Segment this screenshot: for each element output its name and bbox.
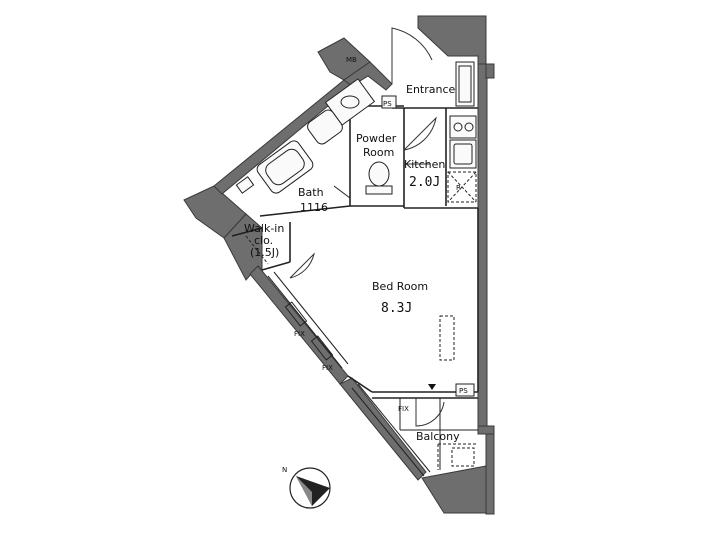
mb-label: MB	[346, 56, 357, 64]
fix-label-2: FIX	[322, 364, 333, 372]
powder-label-2: Room	[363, 146, 394, 159]
walkin-label-2: clo.	[254, 234, 273, 247]
compass: N	[282, 466, 331, 509]
wall-right-bottom	[485, 433, 495, 515]
bath-label: Bath	[298, 186, 324, 199]
wall-bottom-right	[421, 465, 487, 514]
wall-right-lower	[477, 425, 495, 435]
toilet-bowl	[368, 161, 390, 187]
bath-shelf	[235, 176, 255, 194]
entry-arrow-marker	[428, 384, 436, 390]
entrance-label: Entrance	[406, 83, 456, 96]
ps-bottom-label: PS	[459, 387, 468, 395]
kitchen-label: Kitchen	[404, 158, 445, 171]
kitchen-size: 2.0J	[409, 175, 440, 190]
wall-right	[477, 63, 488, 435]
fix-label-1: FIX	[294, 330, 305, 338]
laundry-pan	[307, 109, 343, 145]
bedroom-size: 8.3J	[381, 301, 412, 316]
walkin-label-1: Walk-in	[244, 222, 284, 235]
fridge-space	[447, 171, 477, 203]
balcony-label: Balcony	[416, 430, 460, 443]
pipe-space-bottom	[455, 383, 475, 397]
walkin-size: (1.5J)	[250, 246, 279, 259]
toilet-tank	[365, 185, 393, 195]
bedroom-label: Bed Room	[372, 280, 428, 293]
powder-label-1: Powder	[356, 132, 397, 145]
wall-top-right	[417, 15, 487, 65]
wall-diagonal-balcony	[339, 377, 427, 481]
bath-size: 1116	[300, 201, 328, 214]
shoe-cabinet	[455, 61, 475, 107]
balcony-outdoor-unit	[451, 447, 475, 467]
fix-label-3: FIX	[398, 405, 409, 413]
ps-top-label: PS	[383, 100, 392, 108]
balcony-door	[415, 398, 445, 427]
fridge-r-label: R	[456, 184, 461, 192]
compass-needle-icon	[296, 476, 330, 506]
kitchen-stove	[449, 115, 477, 139]
entrance-door	[391, 27, 433, 84]
tv-unit-outline	[439, 315, 455, 361]
powder-door	[403, 116, 437, 151]
pipe-space-top	[381, 95, 397, 109]
walkin-door	[289, 252, 315, 279]
wall-right-ext	[485, 63, 495, 79]
compass-north-label: N	[282, 466, 287, 474]
